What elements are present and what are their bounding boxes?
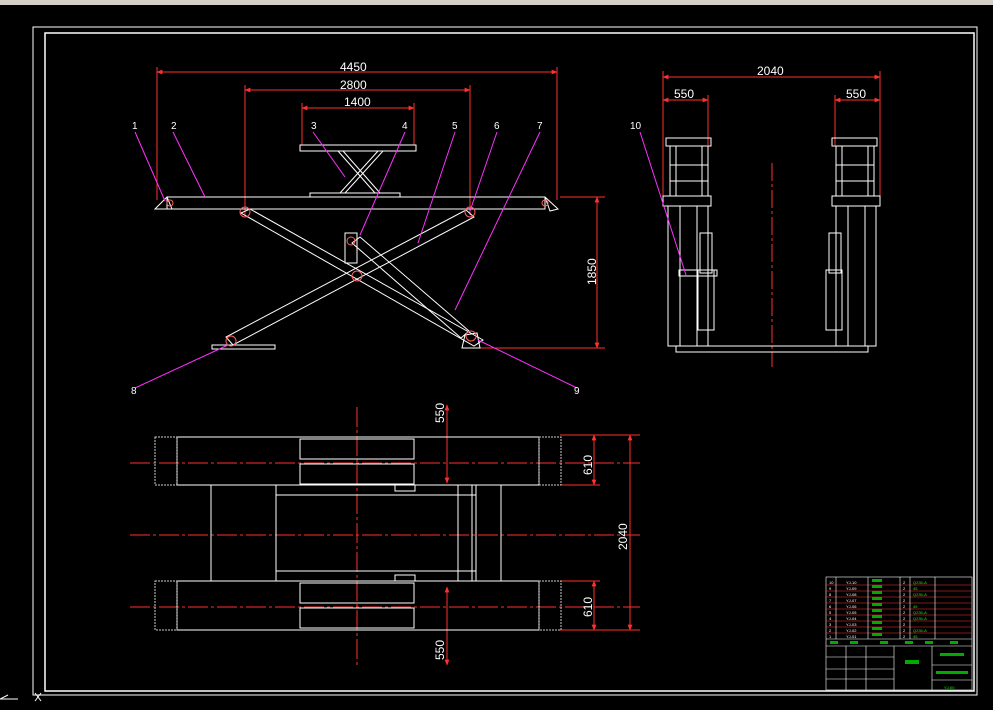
tb-row-qty: 2: [903, 586, 906, 591]
title-block-rows: 10 YJ-10 2 Q235-A 9 YJ-09 2 45 8 YJ-08 2…: [829, 580, 955, 690]
plan-dim-total: 2040: [616, 523, 630, 550]
drawing-svg: 4450 2800 1400 1850: [0, 26, 978, 702]
base-left: [211, 344, 276, 350]
part-label-5: 5: [452, 121, 458, 132]
small-table: [299, 144, 417, 152]
plan-dim-upper-span: 550: [433, 403, 447, 423]
dim-middle: 2800: [340, 78, 367, 92]
end-ramp-left: [153, 196, 173, 210]
hydraulic-cylinder: [351, 236, 470, 339]
scissor-arm-a: [239, 208, 484, 347]
end-dim-width: 2040: [757, 64, 784, 78]
part-label-8: 8: [131, 386, 137, 397]
tb-row-n: 8: [829, 592, 832, 597]
tb-drawing-number: YJ-00: [944, 685, 955, 690]
tb-row-qty: 2: [903, 616, 906, 621]
dim-inner: 1400: [344, 95, 371, 109]
tb-row-mat: Q235-A: [913, 580, 927, 585]
title-block: 10 YJ-10 2 Q235-A 9 YJ-09 2 45 8 YJ-08 2…: [825, 576, 973, 691]
tb-row-mat: Q235-A: [913, 628, 927, 633]
tb-row-n: 1: [829, 634, 832, 639]
tb-row-n: 2: [829, 628, 832, 633]
tb-row-n: 5: [829, 610, 832, 615]
tb-row-mat: 45: [913, 586, 918, 591]
cad-drawing-canvas[interactable]: 4450 2800 1400 1850: [0, 5, 993, 705]
tb-row-code: YJ-04: [846, 616, 857, 621]
tb-row-qty: 2: [903, 628, 906, 633]
tb-row-qty: 2: [903, 580, 906, 585]
plan-platform-lower: [154, 580, 562, 631]
tb-row-n: 4: [829, 616, 832, 621]
cylinder-mount: [344, 232, 358, 264]
part-label-1: 1: [132, 121, 138, 132]
drawing-frame: [32, 26, 978, 696]
side-dimensions: [156, 67, 605, 349]
dim-overall: 4450: [340, 60, 367, 74]
platform-beam: [166, 196, 546, 210]
tb-row-code: YJ-08: [846, 592, 857, 597]
side-view: 4450 2800 1400 1850: [131, 60, 605, 397]
part-label-3: 3: [311, 121, 317, 132]
plan-dim-lower-width: 610: [581, 597, 595, 617]
tb-row-code: YJ-10: [846, 580, 857, 585]
tb-row-code: YJ-05: [846, 610, 857, 615]
leader-lines: [134, 131, 578, 389]
tb-row-code: YJ-02: [846, 628, 857, 633]
tb-row-mat: Q235-A: [913, 610, 927, 615]
tb-row-n: 3: [829, 622, 832, 627]
tb-row-n: 6: [829, 604, 832, 609]
tb-row-n: 10: [829, 580, 834, 585]
part-label-6: 6: [494, 121, 500, 132]
plan-dim-lower-span: 550: [433, 640, 447, 660]
tb-row-qty: 2: [903, 634, 906, 639]
end-dim-left: 550: [674, 87, 694, 101]
window-top-strip: [0, 0, 993, 5]
plan-view: 550 610 2040 610 550: [130, 403, 640, 666]
base-right: [461, 332, 481, 349]
tb-row-n: 7: [829, 598, 832, 603]
part-label-4: 4: [402, 121, 408, 132]
tb-row-qty: 2: [903, 592, 906, 597]
tb-row-mat: Q235-A: [913, 616, 927, 621]
plan-cross-frame: [210, 484, 502, 582]
tb-row-mat: 45: [913, 604, 918, 609]
tb-row-qty: 2: [903, 610, 906, 615]
part-labels: 1 2 3 4 5 6 7 8 9: [131, 121, 580, 397]
part-label-10: 10: [630, 121, 642, 132]
tb-row-code: YJ-03: [846, 622, 857, 627]
end-tower-left: [662, 137, 718, 347]
tb-row-qty: 2: [903, 622, 906, 627]
part-label-9: 9: [574, 386, 580, 397]
dim-height: 1850: [585, 258, 599, 285]
tb-row-code: YJ-01: [846, 634, 857, 639]
part-label-7: 7: [537, 121, 543, 132]
end-dim-right: 550: [846, 87, 866, 101]
tb-row-code: YJ-07: [846, 598, 857, 603]
scissor-arm-b: [225, 209, 475, 346]
tb-row-n: 9: [829, 586, 832, 591]
end-tower-right: [825, 137, 881, 347]
end-base-plate: [675, 345, 869, 353]
ucs-icon: [0, 692, 42, 702]
end-view: 2040 550 550: [630, 64, 881, 367]
tb-row-code: YJ-06: [846, 604, 857, 609]
tb-row-qty: 2: [903, 604, 906, 609]
tb-row-code: YJ-09: [846, 586, 857, 591]
plan-platform-upper: [154, 436, 562, 486]
title-block-labels: [830, 579, 968, 674]
tb-row-qty: 2: [903, 598, 906, 603]
part-label-2: 2: [171, 121, 177, 132]
plan-dim-upper-width: 610: [581, 455, 595, 475]
tb-row-mat: Q235-A: [913, 592, 927, 597]
end-ramp-right: [544, 196, 560, 212]
tb-row-mat: 45: [913, 634, 918, 639]
